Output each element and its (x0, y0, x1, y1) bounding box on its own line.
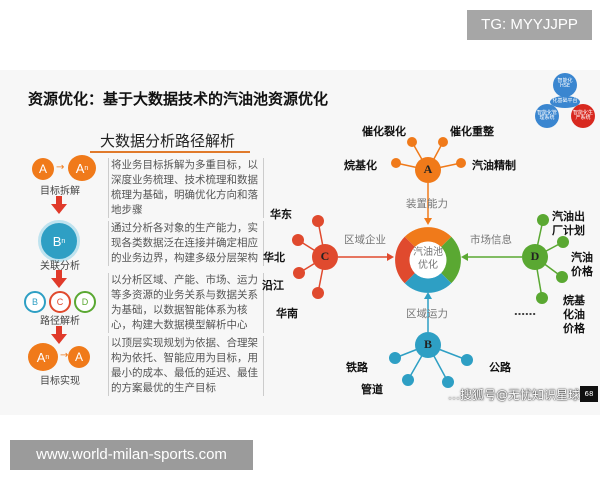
mini-label: 智能化管理系统 (536, 110, 557, 121)
mini-label: 化基础平台 (552, 98, 578, 104)
bn-sub: n (61, 237, 66, 245)
an-glyph: A (36, 349, 46, 365)
leaf-node (407, 137, 417, 147)
step-label-correlate: 关联分析 (40, 261, 80, 272)
page-number: 68 (580, 386, 598, 402)
leaf-label: 铁路 (346, 361, 368, 374)
leaf-node (456, 158, 466, 168)
leaf-node (536, 292, 548, 304)
edge-label-capacity: 装置能力 (406, 198, 448, 210)
down-arrow-stem (56, 270, 62, 278)
d-cycle-icon: D (74, 291, 96, 313)
hub-b-glyph: B (423, 337, 432, 351)
leaf-label: 华东 (270, 208, 292, 221)
arrow-right-icon: → (56, 162, 65, 173)
a-circle-icon: A (32, 158, 54, 180)
b-cycle-icon: B (24, 291, 46, 313)
down-arrow-icon (51, 278, 67, 288)
arrowhead-icon (424, 218, 432, 225)
leaf-label: 公路 (489, 361, 511, 374)
subtitle-underline (90, 151, 250, 153)
hub-c (312, 244, 338, 270)
ring-segment-blue (404, 273, 452, 293)
leaf-node (389, 352, 401, 364)
ring-center (409, 241, 447, 279)
leaf-label: 汽油出厂计划 (552, 210, 585, 237)
center-label: 汽油池优化 (413, 247, 443, 271)
leaf-node (461, 354, 473, 366)
leaf-label: 烷基化 (344, 159, 377, 172)
arrow-right-icon: → (60, 350, 69, 361)
leaf-node (402, 374, 414, 386)
leaf-node (557, 236, 569, 248)
step-description: 以分析区域、产能、市场、运力等多资源的业务关系与数据关系为基础，以数据智能体系为… (108, 273, 264, 333)
leaf-label: 华南 (276, 307, 298, 320)
leaf-node (391, 158, 401, 168)
leaf-label: 沿江 (262, 279, 284, 292)
step-description: 将业务目标拆解为多重目标，以深度业务梳理、技术梳理和数据梳理为基础，明确优化方向… (108, 158, 264, 218)
hub-c-glyph: C (320, 249, 330, 263)
leaf-node (312, 287, 324, 299)
down-arrow-icon (51, 204, 67, 214)
leaf-label: 汽油精制 (472, 159, 516, 172)
leaf-label: 管道 (361, 383, 383, 396)
an-sub: n (84, 164, 89, 172)
page-title: 资源优化：基于大数据技术的汽油池资源优化 (28, 90, 329, 108)
edge-label-transport: 区域运力 (406, 308, 448, 320)
an-sub: n (45, 353, 50, 361)
leaf-node (442, 376, 454, 388)
hub-d-glyph: D (530, 249, 540, 263)
a-circle-icon: A (68, 346, 90, 368)
leaf-node (556, 271, 568, 283)
edge-label-market: 市场信息 (470, 234, 512, 246)
hub-d (522, 244, 548, 270)
ring-segment-green (441, 236, 461, 284)
ring-segment-red (395, 236, 415, 284)
leaf-node (292, 234, 304, 246)
arrowhead-icon (424, 292, 432, 299)
c-cycle-icon: C (49, 291, 71, 313)
hub-a-glyph: A (423, 162, 433, 176)
leaf-node (312, 215, 324, 227)
section-subtitle: 大数据分析路径解析 (100, 132, 236, 150)
step-description: 通过分析各对象的生产能力，实现各类数据泛在连接并确定相应的业务边界，构建多级分层… (108, 221, 264, 266)
leaf-label: 汽油价格 (571, 251, 593, 278)
arrowhead-icon (461, 253, 468, 261)
leaf-label: 催化裂化 (362, 125, 406, 138)
ring-segment-orange (404, 227, 452, 247)
step-label-decompose: 目标拆解 (40, 186, 80, 197)
leaf-node (438, 137, 448, 147)
edge-label-region: 区域企业 (344, 234, 386, 246)
leaf-label-more: …… (514, 305, 536, 318)
tg-badge: TG: MYYJJPP (467, 10, 592, 40)
down-arrow-icon (51, 334, 67, 344)
watermark: …搜狐号@无忧知识星球 (448, 388, 581, 402)
leaf-label: 烷基化油价格 (563, 294, 585, 335)
bn-glyph: B (52, 233, 62, 249)
down-arrow-stem (56, 326, 62, 334)
leaf-node (537, 214, 549, 226)
down-arrow-stem (56, 196, 62, 204)
step-description: 以顶层实现规划为依据、合理架构为依托、智能应用为目标，用最小的成本、最低的延迟、… (108, 336, 264, 396)
leaf-label: 华北 (263, 251, 285, 264)
arrowhead-icon (387, 253, 394, 261)
leaf-label: 催化重整 (450, 125, 494, 138)
step-label-achieve: 目标实现 (40, 376, 80, 387)
hub-a (415, 157, 441, 183)
mini-diagram (535, 73, 595, 128)
hub-b (415, 332, 441, 358)
step-label-path: 路径解析 (40, 316, 80, 327)
footer-url: www.world-milan-sports.com (10, 440, 253, 470)
mini-label: 智能化生产系统 (572, 110, 593, 121)
an-glyph: A (75, 160, 85, 176)
leaf-node (293, 267, 305, 279)
mini-label: 智能化HSE (557, 78, 573, 89)
